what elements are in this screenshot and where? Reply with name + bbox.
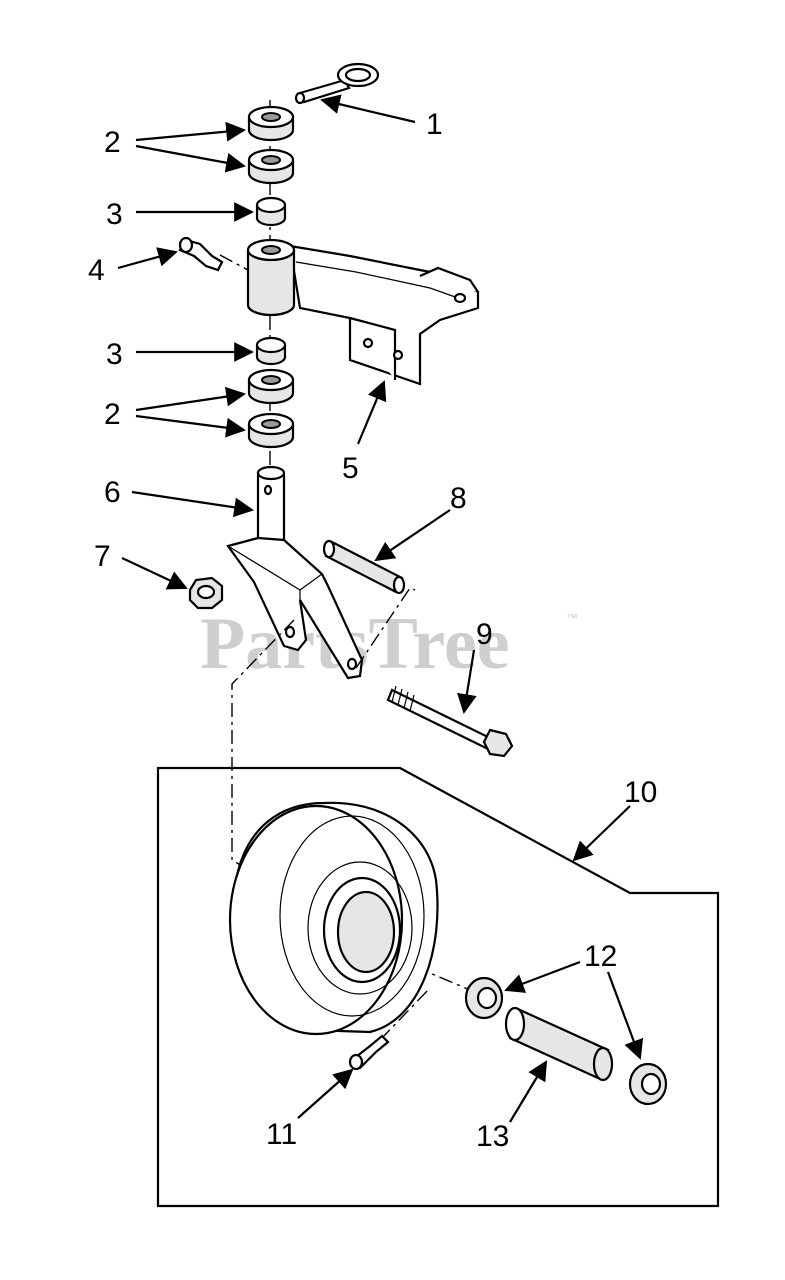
callout-12: 12 xyxy=(584,940,617,973)
callout-10: 10 xyxy=(624,776,657,809)
wheel-assembly-box-part-10 xyxy=(156,766,720,1208)
callout-11: 11 xyxy=(266,1118,297,1151)
caster-fork-part-6 xyxy=(226,465,364,680)
watermark-trademark: ™ xyxy=(566,611,578,625)
callout-3-lower: 3 xyxy=(106,338,123,371)
bushing-part-2-second xyxy=(247,148,295,185)
washer-part-3-lower xyxy=(255,336,287,366)
spacer-part-8 xyxy=(322,539,406,595)
caster-arm-part-5 xyxy=(246,238,480,386)
grease-fitting-part-4 xyxy=(178,236,224,272)
callout-7: 7 xyxy=(94,540,111,573)
bolt-part-9 xyxy=(386,685,514,758)
callout-6: 6 xyxy=(104,476,121,509)
callout-8: 8 xyxy=(450,482,467,515)
callout-2-upper: 2 xyxy=(104,126,121,159)
bushing-part-2-upper xyxy=(247,105,295,142)
axis-line-fitting-11 xyxy=(379,987,431,1041)
callout-4: 4 xyxy=(88,254,105,287)
callout-3-upper: 3 xyxy=(106,198,123,231)
bearing-part-12-right xyxy=(628,1062,668,1106)
lock-nut-part-7 xyxy=(188,576,224,610)
axis-line-wheel-hub xyxy=(339,934,471,991)
grease-fitting-part-11 xyxy=(348,1034,390,1071)
bushing-part-2-fourth xyxy=(247,412,295,449)
wheel-part-10 xyxy=(228,801,439,1036)
callout-5: 5 xyxy=(342,452,359,485)
axis-line-spacer xyxy=(355,587,416,669)
callout-13: 13 xyxy=(476,1120,509,1153)
fitting-axis xyxy=(219,254,249,271)
leader-arrows xyxy=(117,94,644,1123)
callout-2-lower: 2 xyxy=(104,398,121,431)
bearing-part-12-left xyxy=(464,976,504,1020)
pin-part-1 xyxy=(294,62,380,105)
bushing-part-2-third xyxy=(247,368,295,405)
callout-1: 1 xyxy=(426,108,443,141)
axle-spacer-part-13 xyxy=(504,1006,614,1082)
callout-9: 9 xyxy=(476,618,493,651)
washer-part-3-upper xyxy=(255,196,287,227)
